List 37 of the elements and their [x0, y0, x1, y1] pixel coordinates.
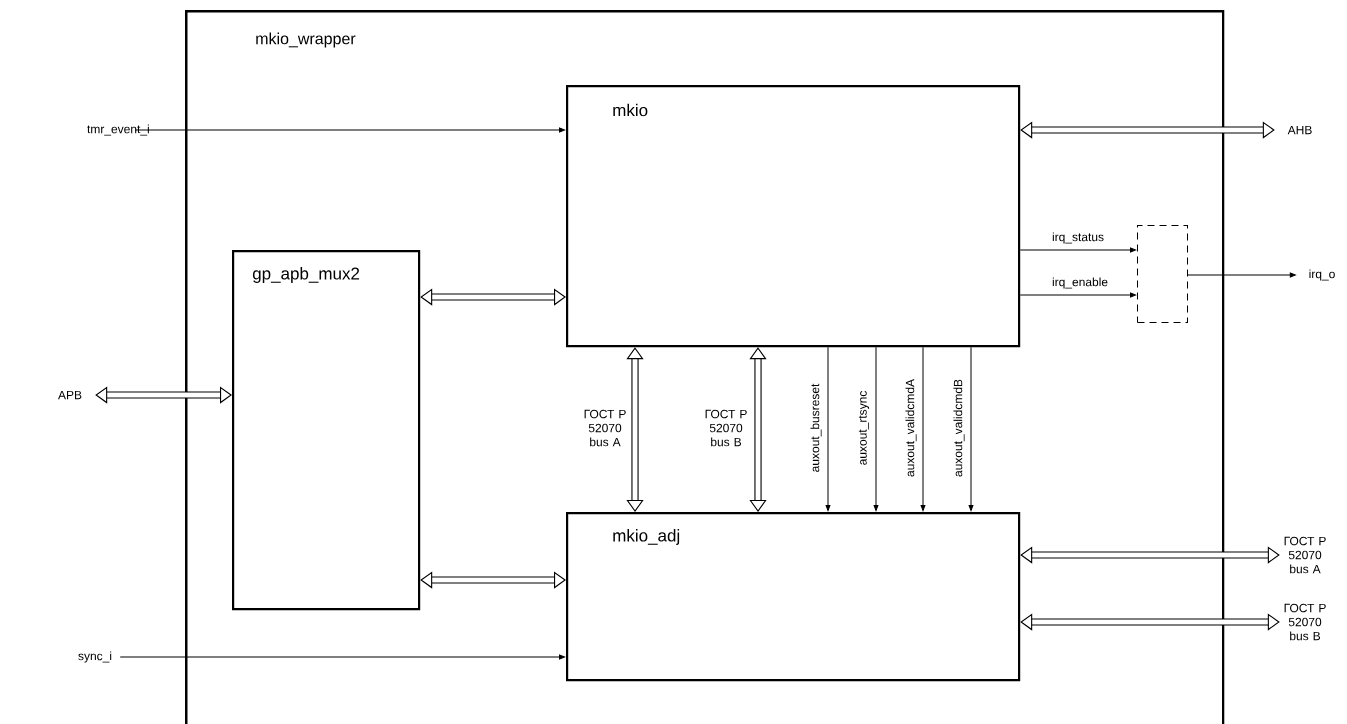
bus-label: AHB: [1287, 125, 1312, 135]
signal-arrow: [1187, 272, 1296, 278]
signal-arrow: [119, 654, 565, 660]
bus-label: ГОСТ Р 52070 bus B: [1284, 603, 1326, 641]
block-title: mkio_adj: [613, 529, 680, 545]
edge-label: irq_status: [1052, 232, 1104, 244]
signal-arrow: [968, 346, 974, 511]
block-title: mkio_wrapper: [256, 32, 356, 48]
bus-label: ГОСТ Р 52070 bus A: [1284, 536, 1326, 574]
signal-arrow: [920, 346, 926, 511]
bus-arrow: [749, 347, 767, 512]
edge-label: auxout_rtsync: [858, 391, 870, 465]
signal-arrow: [825, 346, 831, 511]
signal-arrow: [873, 346, 879, 511]
edge-label: ГОСТ Р 52070 bus A: [584, 409, 626, 447]
edge-label: auxout_validcmdA: [905, 379, 917, 477]
bus-arrow: [626, 347, 644, 512]
edge-label: auxout_busreset: [810, 383, 822, 472]
bus-arrow: [1020, 546, 1280, 564]
signal-label: irq_o: [1309, 269, 1335, 281]
bus-label: APB: [58, 390, 82, 400]
signal-arrow: [134, 127, 565, 133]
signal-arrow: [1019, 292, 1136, 298]
dashed-box: [1137, 225, 1188, 323]
bus-arrow: [420, 288, 566, 306]
block-title: gp_apb_mux2: [252, 267, 360, 283]
signal-label: sync_i: [78, 651, 112, 663]
block-title: mkio: [613, 103, 648, 117]
edge-label: ГОСТ Р 52070 bus B: [705, 409, 747, 447]
bus-arrow: [1020, 613, 1280, 631]
edge-label: irq_enable: [1052, 277, 1108, 289]
edge-label: auxout_validcmdB: [953, 379, 965, 477]
signal-arrow: [1019, 247, 1136, 253]
bus-arrow: [95, 386, 232, 404]
signal-label: tmr_event_i: [87, 124, 149, 136]
bus-arrow: [1020, 121, 1275, 139]
bus-arrow: [420, 571, 566, 589]
